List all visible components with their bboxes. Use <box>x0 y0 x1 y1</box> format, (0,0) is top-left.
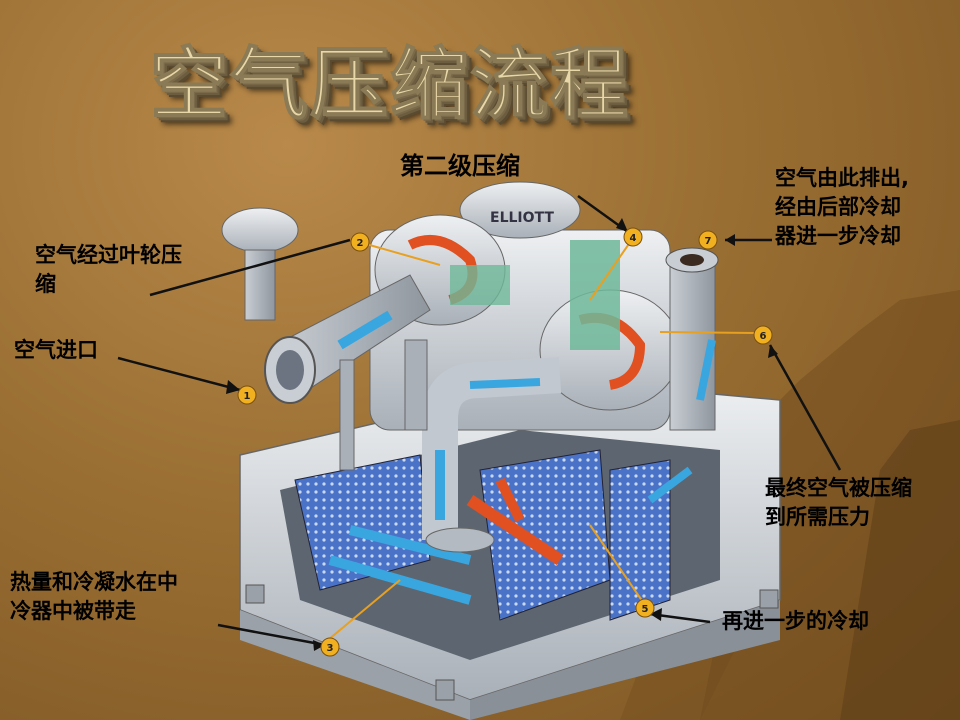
label-impeller: 空气经过叶轮压 缩 <box>35 243 182 296</box>
label-stage2: 第二级压缩 <box>400 152 520 180</box>
intercooler-pipe <box>422 357 562 553</box>
intercooler-tank <box>239 379 781 720</box>
label-final-pressure: 最终空气被压缩 到所需压力 <box>765 476 912 529</box>
label-exhaust: 空气由此排出, 经由后部冷却 器进一步冷却 <box>775 166 909 248</box>
discharge-pipe <box>665 247 719 431</box>
stage2-volute <box>539 240 681 411</box>
svg-text:ELLIOTT: ELLIOTT <box>490 210 554 226</box>
page-title: 空气压缩流程 <box>149 39 631 131</box>
inlet-pipe <box>264 274 431 404</box>
label-further-cooling: 再进一步的冷却 <box>722 609 869 633</box>
orange-pointer-lines <box>327 237 756 641</box>
label-heat-condensate: 热量和冷凝水在中 冷器中被带走 <box>10 570 178 623</box>
label-inlet: 空气进口 <box>14 338 98 362</box>
